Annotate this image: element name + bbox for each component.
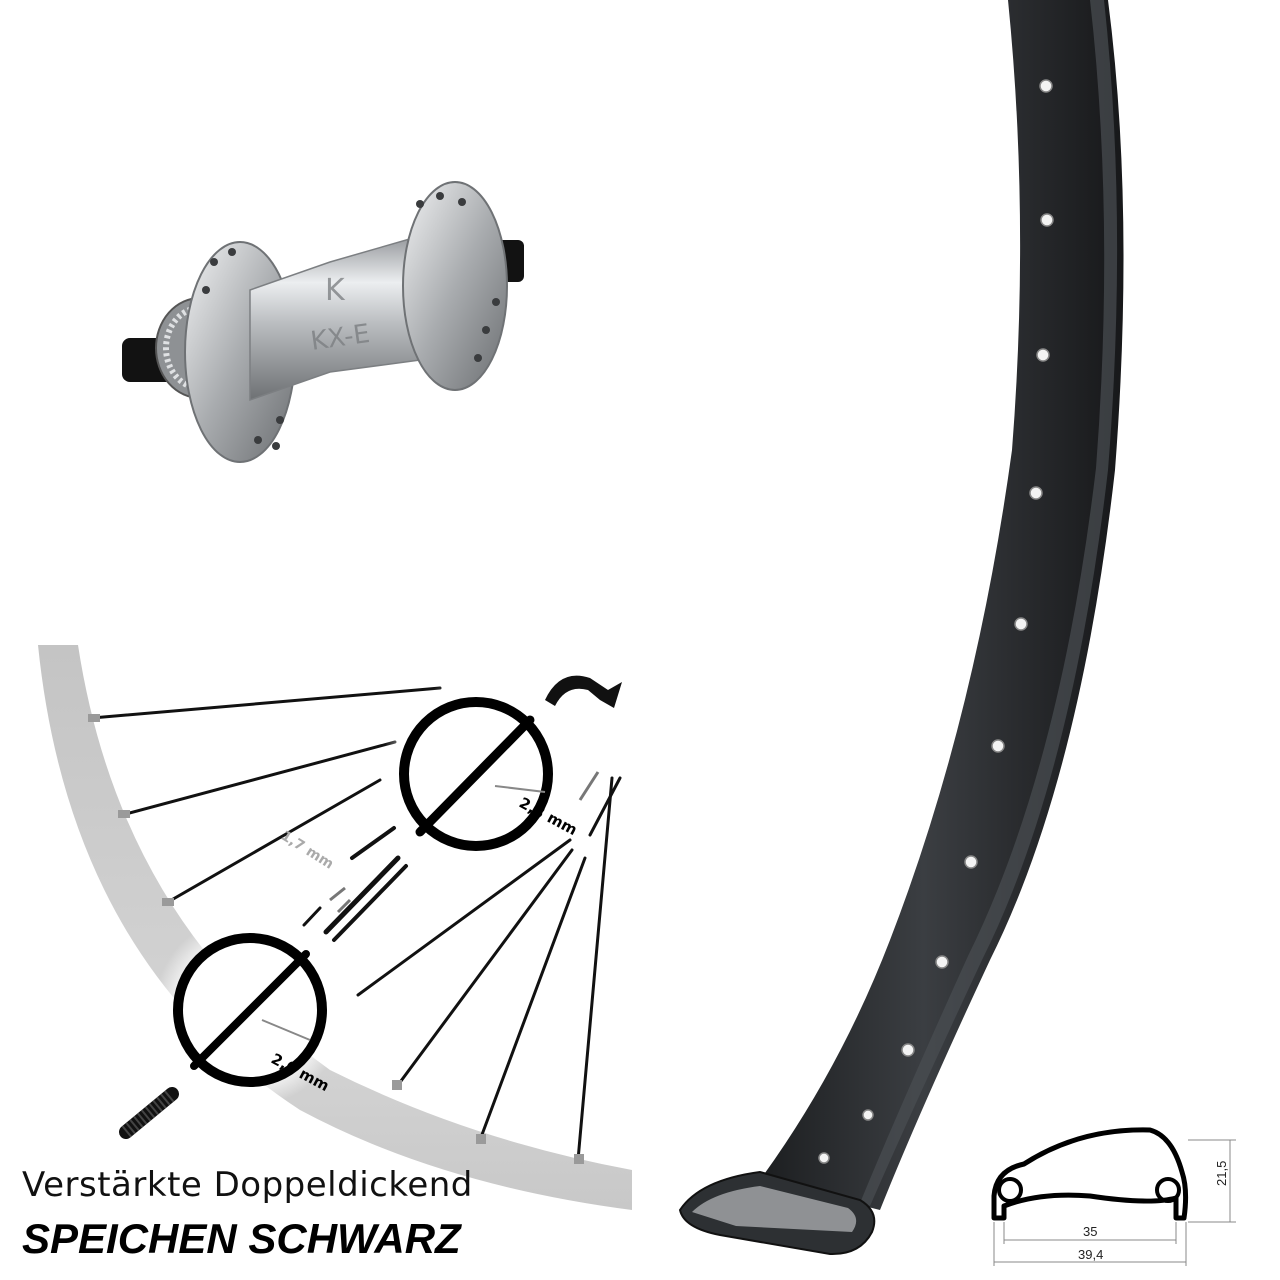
hub-spoke-holes [202, 192, 500, 450]
rim-body [760, 0, 1124, 1210]
rim-profile-inner-width: 35 [1083, 1224, 1097, 1239]
caption-spokes-color: SPEICHEN SCHWARZ [22, 1215, 461, 1262]
spoke-lines [90, 686, 622, 1162]
rim-holes [818, 79, 1054, 1164]
front-hub-image: K KX-E [122, 181, 524, 463]
rim-profile-dimensions [993, 1139, 1236, 1266]
hub-logo: K [325, 273, 346, 308]
spoke-segments [329, 771, 600, 914]
rim-profile-drawing: 21,5 35 39,4 [991, 1127, 1236, 1266]
rim-image [678, 0, 1124, 1256]
spoke-diagram-rim-arc [38, 645, 632, 1210]
spoke-nipples [88, 714, 584, 1164]
hub-flange-right [402, 181, 508, 391]
spoke-diagram: 1,7 mm 2,3 mm 2,0 mm [38, 645, 632, 1210]
caption-spokes-type: Verstärkte Doppeldickend [22, 1165, 473, 1205]
spoke-head-icon [545, 675, 622, 708]
magnifier-bottom: 2,0 mm [154, 914, 346, 1106]
spoke-label-1-7mm: 1,7 mm [278, 828, 336, 873]
spoke-thin-section [302, 826, 408, 942]
rim-profile-outline [991, 1127, 1189, 1221]
magnifier-top: 2,3 mm [380, 678, 580, 870]
spoke-threaded-end [119, 1087, 179, 1139]
rim-profile-height: 21,5 [1214, 1161, 1229, 1186]
rim-profile-outer-width: 39,4 [1078, 1247, 1103, 1262]
